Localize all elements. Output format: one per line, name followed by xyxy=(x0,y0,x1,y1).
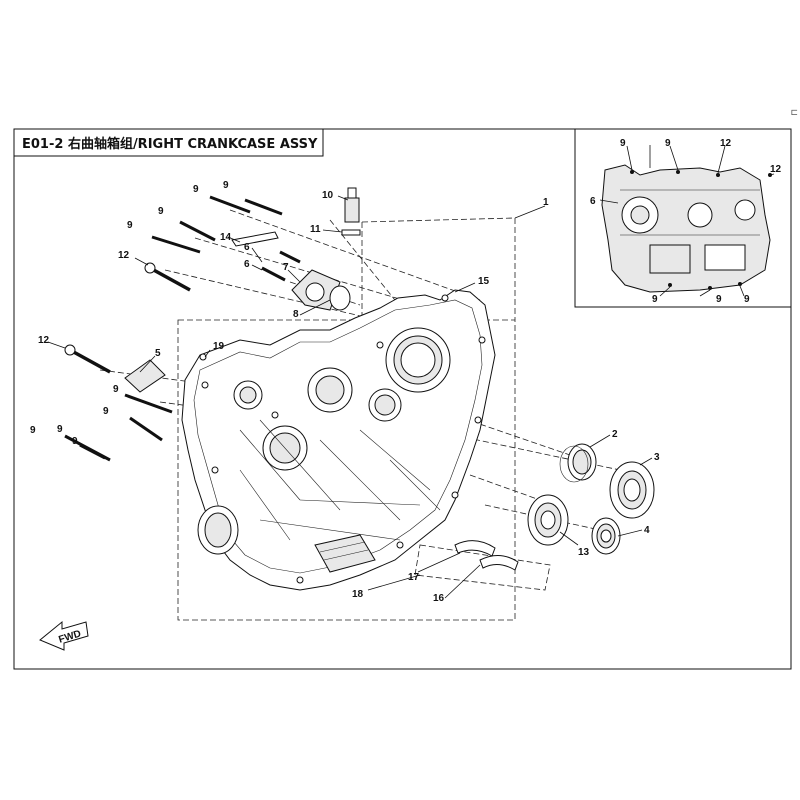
inset-callout-9c: 9 xyxy=(652,294,658,305)
callout-9e: 9 xyxy=(113,384,119,395)
callout-14: 14 xyxy=(220,232,232,243)
callout-3: 3 xyxy=(654,452,660,463)
callout-9a: 9 xyxy=(193,184,199,195)
callout-15: 15 xyxy=(478,276,490,287)
inset-callout-12b: 12 xyxy=(770,164,782,175)
assy-box-16 xyxy=(414,544,551,591)
callout-11: 11 xyxy=(310,224,321,235)
bearing-4 xyxy=(591,517,621,555)
plug-19 xyxy=(199,353,207,361)
callout-6b: 6 xyxy=(244,259,250,270)
bushing-halves xyxy=(454,540,519,571)
callout-5: 5 xyxy=(155,348,161,359)
inset-callout-12a: 12 xyxy=(720,138,732,149)
callout-12a: 12 xyxy=(118,250,130,261)
callout-2: 2 xyxy=(612,429,618,440)
inset-callout-9d: 9 xyxy=(716,294,722,305)
callout-9h: 9 xyxy=(57,424,63,435)
callout-12b: 12 xyxy=(38,335,50,346)
diagram-title: E01-2 右曲轴箱组/RIGHT CRANKCASE ASSY xyxy=(22,136,318,152)
callout-4: 4 xyxy=(644,525,650,536)
callout-9i: 9 xyxy=(72,436,78,447)
callout-9c: 9 xyxy=(158,206,164,217)
inset-callout-9e: 9 xyxy=(744,294,750,305)
callout-6a: 6 xyxy=(244,242,250,253)
diagram-frame xyxy=(13,128,792,670)
bearing-2 xyxy=(559,443,597,483)
inset-callout-9a: 9 xyxy=(620,138,626,149)
callout-13: 13 xyxy=(578,547,590,558)
callout-18: 18 xyxy=(352,589,364,600)
callout-17: 17 xyxy=(408,572,420,583)
bolt-group xyxy=(64,195,301,462)
callout-1: 1 xyxy=(543,197,549,208)
oil-sensor-10 xyxy=(341,187,361,236)
callout-16: 16 xyxy=(433,593,445,604)
crankcase-housing xyxy=(181,289,496,591)
callout-19: 19 xyxy=(213,341,225,352)
callout-10: 10 xyxy=(322,190,334,201)
assy-box-18 xyxy=(177,319,516,621)
bearing-3 xyxy=(609,461,655,519)
callout-8: 8 xyxy=(293,309,299,320)
callout-9f: 9 xyxy=(103,406,109,417)
inset-view: 9 9 12 12 6 9 9 9 xyxy=(574,128,792,308)
corner-mark: ⊏ xyxy=(790,108,798,118)
o-ring-8 xyxy=(329,285,351,311)
inset-callout-6: 6 xyxy=(590,196,596,207)
callout-9d: 9 xyxy=(127,220,133,231)
bracket-5 xyxy=(124,359,166,393)
inset-callout-9b: 9 xyxy=(665,138,671,149)
callout-9g: 9 xyxy=(30,425,36,436)
title-box xyxy=(13,128,324,157)
bearing-13 xyxy=(527,494,569,546)
plate-14 xyxy=(231,231,279,247)
cover-7 xyxy=(291,269,341,311)
callout-7: 7 xyxy=(283,262,289,273)
callout-9b: 9 xyxy=(223,180,229,191)
leader-lines xyxy=(47,195,653,599)
fwd-arrow: FWD xyxy=(39,620,89,651)
